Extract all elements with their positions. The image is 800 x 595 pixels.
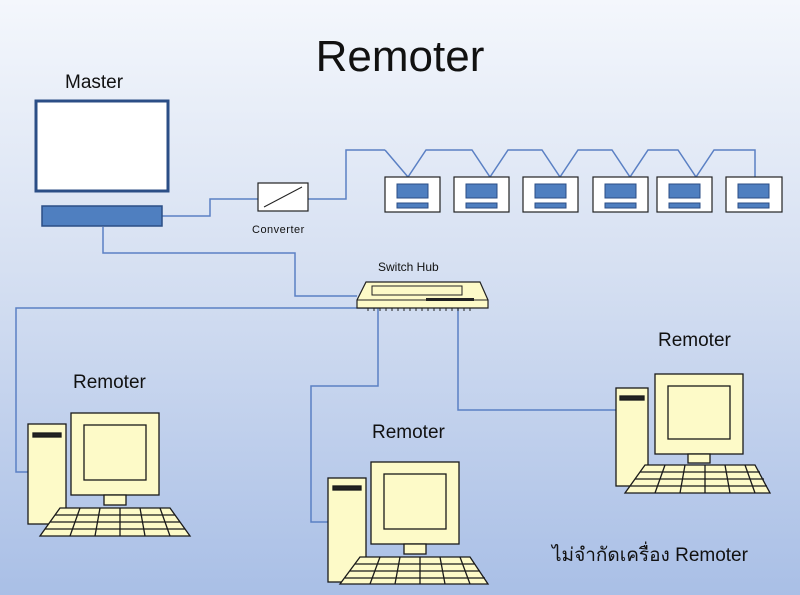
display-panel	[725, 176, 783, 213]
display-panel	[656, 176, 713, 213]
switch-hub-label: Switch Hub	[378, 260, 439, 274]
master-keyboard	[41, 205, 163, 227]
converter-label: Converter	[252, 224, 305, 236]
display-panel	[384, 176, 441, 213]
remoter-center-label: Remoter	[372, 422, 445, 443]
remoter-left-label: Remoter	[73, 372, 146, 393]
display-panel	[522, 176, 579, 213]
master-computer	[34, 99, 170, 227]
line-hub-remoter-left	[15, 307, 380, 473]
remoter-computer-center	[327, 461, 490, 585]
unlimited-remoter-note: ไม่จำกัดเครื่อง Remoter	[552, 545, 748, 566]
line-converter-chain	[308, 149, 385, 200]
display-panel	[453, 176, 510, 213]
display-panel	[592, 176, 649, 213]
connection-lines	[15, 149, 756, 523]
line-display-chain	[384, 149, 756, 179]
remoter-computer-left	[27, 412, 192, 537]
master-monitor	[34, 99, 170, 193]
switch-hub	[356, 281, 489, 311]
line-master-hub	[102, 227, 357, 297]
converter-box	[257, 182, 309, 212]
display-panels	[384, 176, 783, 213]
diagram-title: Remoter	[315, 32, 485, 81]
master-label: Master	[65, 72, 124, 93]
remoter-computer-right	[615, 373, 772, 494]
line-hub-remoter-center	[310, 308, 379, 523]
line-master-converter	[162, 198, 258, 217]
remoter-right-label: Remoter	[658, 330, 731, 351]
line-hub-remoter-right	[457, 308, 620, 411]
